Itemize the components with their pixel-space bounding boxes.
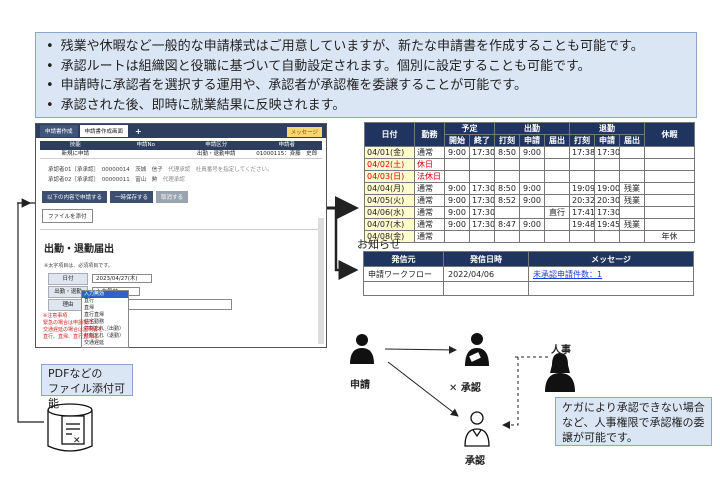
applicant-icon — [350, 334, 374, 364]
dropdown-option[interactable]: 直帰 — [84, 305, 95, 311]
value-cell: 出勤・退勤申請 — [196, 151, 236, 157]
value-cell: 新規に申請 — [61, 151, 89, 157]
approver-list: 承認者01［承承認］ 00000014 茨城 信子 代理承認 社員番号を指定して… — [48, 165, 326, 185]
apply-arrow-1 — [384, 345, 457, 354]
hr-icon — [545, 353, 575, 392]
header-cell: 申請者 — [278, 142, 295, 148]
sub-header: 申請 — [594, 134, 620, 147]
warning-line: 直行、直帰、直行直帰は… — [43, 334, 104, 340]
pdf-note-text: PDFなどの ファイル添付可能 — [48, 367, 125, 410]
sub-header: 打刻 — [569, 134, 595, 147]
injured-approver-label: ✕ 承認 — [449, 383, 481, 394]
warning-line: ※注意事項 — [43, 313, 68, 319]
dropdown-option[interactable]: 住宅勤務 — [84, 319, 105, 325]
pdf-note: PDFなどの ファイル添付可能 — [41, 364, 133, 410]
action-buttons: 以下の内容で申請する 一時保存する 取消する — [42, 191, 326, 203]
form-title: 出勤・退勤届出 — [44, 244, 114, 255]
request-header: 技能 申請No 申請区分 申請者 — [40, 141, 322, 150]
feature-bullets: 残業や休暇など一般的な申請様式はご用意していますが、新たな申請書を作成することも… — [35, 32, 697, 118]
dropdown-option[interactable]: 直行直帰 — [84, 312, 105, 318]
apply-arrow-2 — [387, 361, 459, 417]
bullet-item: 残業や休暇など一般的な申請様式はご用意していますが、新たな申請書を作成することも… — [46, 37, 686, 57]
sub-header: 打刻 — [494, 134, 520, 147]
row-date: 04/08(金) — [364, 230, 415, 243]
col-date: 日付 — [364, 122, 415, 147]
dropdown-option[interactable]: 直行 — [84, 298, 95, 304]
divider — [40, 229, 322, 230]
value-cell: 01000115：斉藤 史郎 — [256, 151, 318, 157]
screenshot-tab-bar: 申請書作成 申請書作成画面 + — [36, 124, 326, 138]
bullet-item: 申請時に承認者を選択する運用や、承認者が承認権を委譲することが可能です。 — [46, 76, 686, 96]
delegation-arrow — [502, 357, 519, 429]
proxy-checkbox[interactable]: 代理承認 — [162, 177, 185, 183]
hr-delegation-note: ケガにより承認できない場合など、人事権限で承認権の委譲が可能です。 — [555, 397, 712, 446]
proxy-checkbox[interactable]: 代理承認 — [168, 167, 191, 173]
warning-notes: ※注意事項 緊急の場合は申請後に… 交通遅延の場合は証明書を… 直行、直帰、直行… — [43, 313, 108, 341]
sub-header: 終了 — [469, 134, 495, 147]
row-date: 04/06(水) — [364, 206, 415, 219]
row-date: 04/07(木) — [364, 218, 415, 231]
required-note: ※太字項目は、必須項目です。 — [44, 263, 113, 269]
applicant-label: 申請 — [350, 380, 370, 391]
row-date: 04/04(月) — [364, 182, 415, 195]
tab-create-screen[interactable]: 申請書作成画面 — [79, 125, 129, 137]
notice-arrow — [334, 208, 359, 280]
warning-line: 緊急の場合は申請後に… — [43, 320, 99, 326]
hr-label: 人事 — [551, 345, 571, 356]
notice-row-empty — [363, 281, 694, 296]
notice-col-date: 発信日時 — [443, 251, 529, 267]
sub-header: 届出 — [544, 134, 570, 147]
attendance-table: 日付 勤務 予定 出勤 退勤 休暇 開始 終了 打刻 申請 届出 打刻 申請 届… — [364, 122, 695, 243]
dropdown-option[interactable]: 交通遅延 — [84, 340, 105, 346]
save-draft-button[interactable]: 一時保存する — [110, 191, 154, 203]
row-leave: 年休 — [644, 230, 695, 243]
svg-text:✕: ✕ — [73, 436, 81, 446]
dropdown-option[interactable]: 打刻忘れ（出勤） — [84, 326, 125, 332]
date-input[interactable]: 2023/04/27(木) — [92, 274, 152, 283]
cancel-button[interactable]: 取消する — [156, 191, 189, 203]
approver-hint: 社員番号を指定してください。 — [195, 167, 273, 173]
attach-file-button[interactable]: ファイルを添付 — [42, 209, 93, 223]
bullet-item: 承認ルートは組織図と役職に基づいて自動設定されます。個別に設定することも可能です… — [46, 57, 686, 77]
notice-col-message: メッセージ — [528, 251, 694, 267]
sub-header: 届出 — [619, 134, 645, 147]
header-cell: 申請区分 — [205, 142, 228, 148]
approver-2: 承認者02［承承認］ 00000011 富山 勲 — [48, 177, 158, 183]
sub-header: 申請 — [519, 134, 545, 147]
add-tab-button[interactable]: + — [135, 126, 142, 136]
row-date: 04/05(火) — [364, 194, 415, 207]
approver-1: 承認者01［承承認］ 00000014 茨城 信子 — [48, 167, 163, 173]
scrollbar[interactable] — [318, 218, 324, 344]
header-cell: 申請No — [136, 142, 155, 148]
tab-create[interactable]: 申請書作成 — [40, 125, 78, 137]
dropdown-option[interactable]: 入力無効 — [82, 291, 128, 298]
injured-approver-icon — [465, 333, 489, 366]
notice-title: お知らせ — [357, 238, 401, 251]
header-cell: 技能 — [69, 142, 81, 148]
date-label: 日付 — [48, 272, 88, 285]
attendance-row: 04/08(金)通常年休 — [364, 230, 695, 243]
request-values: 新規に申請 出勤・退勤申請 01000115：斉藤 史郎 — [40, 150, 322, 159]
col-work: 勤務 — [414, 122, 445, 147]
message-button[interactable]: メッセージ — [286, 127, 322, 137]
apply-button[interactable]: 以下の内容で申請する — [42, 191, 108, 203]
type-dropdown-menu: 入力無効 直行 直帰 直行直帰 住宅勤務 打刻忘れ（出勤） 打刻忘れ（退勤） 交… — [81, 290, 129, 348]
approver-icon — [464, 411, 490, 447]
warning-line: 交通遅延の場合は証明書を… — [43, 327, 109, 333]
dropdown-option[interactable]: 打刻忘れ（退勤） — [84, 333, 125, 339]
approver-label: 承認 — [465, 456, 485, 467]
notice-table: 発信元 発信日時 メッセージ 申請ワークフロー 2022/04/06 未承認申請… — [363, 251, 694, 296]
bullet-item: 承認された後、即時に就業結果に反映されます。 — [46, 96, 686, 116]
file-storage-icon: ✕ — [47, 403, 93, 452]
hr-note-text: ケガにより承認できない場合など、人事権限で承認権の委譲が可能です。 — [562, 401, 705, 444]
col-leave: 休暇 — [644, 122, 695, 147]
